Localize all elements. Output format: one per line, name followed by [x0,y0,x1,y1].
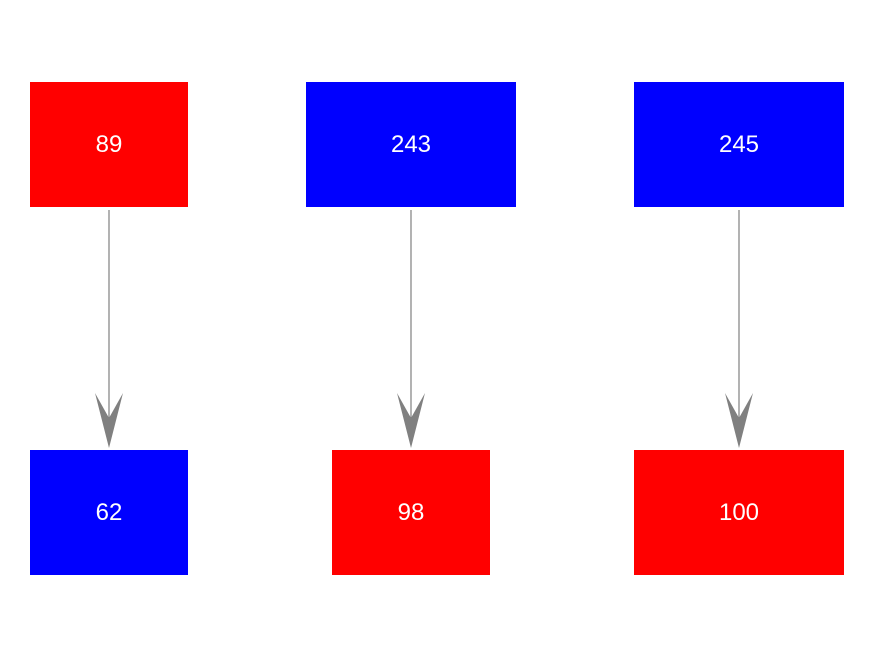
edge-245-to-100 [725,210,753,448]
node-100: 100 [634,450,844,575]
node-label: 100 [718,498,760,526]
arrowhead-icon [725,393,753,448]
node-label: 245 [718,130,760,158]
edge-243-to-98 [397,210,425,448]
node-98: 98 [332,450,490,575]
arrowhead-icon [95,393,123,448]
node-62: 62 [30,450,188,575]
node-245: 245 [634,82,844,207]
node-label: 89 [95,130,123,158]
node-label: 98 [397,498,425,526]
node-89: 89 [30,82,188,207]
node-label: 62 [95,498,123,526]
arrowhead-icon [397,393,425,448]
node-label: 243 [390,130,432,158]
edge-89-to-62 [95,210,123,448]
node-243: 243 [306,82,516,207]
